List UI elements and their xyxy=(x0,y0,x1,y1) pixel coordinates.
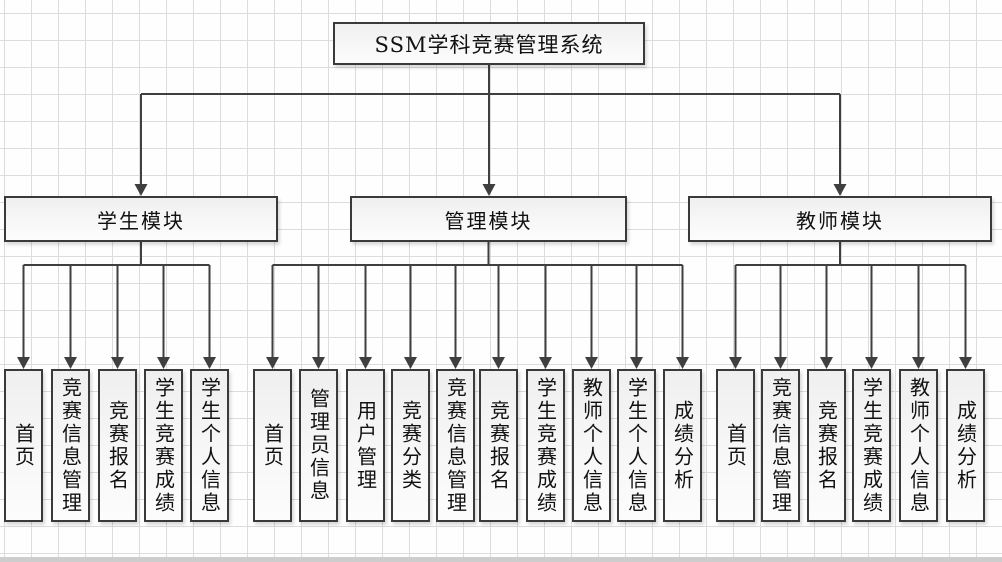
leaf-label: 用户管理 xyxy=(353,399,378,492)
node-admin-teacher-personal-info: 教师个人信息 xyxy=(572,369,611,522)
leaf-label: 首页 xyxy=(723,422,748,469)
node-teacher-personal-info: 教师个人信息 xyxy=(899,369,938,522)
node-admin-score-analysis: 成绩分析 xyxy=(663,369,702,522)
leaf-label: 首页 xyxy=(260,422,285,469)
leaf-label: 竞赛信息管理 xyxy=(58,376,83,515)
leaf-label: 竞赛分类 xyxy=(398,399,423,492)
node-admin-competition-category: 竞赛分类 xyxy=(391,369,430,522)
leaf-label: 竞赛报名 xyxy=(486,399,511,492)
leaf-label: 首页 xyxy=(11,422,36,469)
node-root-label: SSM学科竞赛管理系统 xyxy=(374,32,604,57)
node-admin-student-competition-score: 学生竞赛成绩 xyxy=(526,369,565,522)
node-admin-competition-signup: 竞赛报名 xyxy=(479,369,518,522)
leaf-label: 学生竞赛成绩 xyxy=(533,376,558,515)
node-module-student: 学生模块 xyxy=(4,196,278,242)
node-admin-user-mgmt: 用户管理 xyxy=(346,369,385,522)
node-admin-home: 首页 xyxy=(253,369,292,522)
node-teacher-competition-signup: 竞赛报名 xyxy=(807,369,846,522)
leaf-label: 教师个人信息 xyxy=(906,376,931,515)
node-student-competition-score: 学生竞赛成绩 xyxy=(144,369,183,522)
node-teacher-competition-info-mgmt: 竞赛信息管理 xyxy=(761,369,800,522)
leaf-label: 学生个人信息 xyxy=(624,376,649,515)
leaf-label: 竞赛信息管理 xyxy=(443,376,468,515)
leaf-label: 竞赛报名 xyxy=(105,399,130,492)
node-module-admin-label: 管理模块 xyxy=(444,208,533,233)
node-admin-student-personal-info: 学生个人信息 xyxy=(617,369,656,522)
node-student-home: 首页 xyxy=(4,369,43,522)
page-bottom-edge xyxy=(0,557,1002,562)
leaf-label: 管理员信息 xyxy=(306,388,331,503)
node-teacher-home: 首页 xyxy=(716,369,755,522)
node-root: SSM学科竞赛管理系统 xyxy=(333,22,645,65)
node-teacher-score-analysis: 成绩分析 xyxy=(946,369,985,522)
leaf-label: 竞赛信息管理 xyxy=(768,376,793,515)
node-module-student-label: 学生模块 xyxy=(97,208,185,233)
leaf-label: 成绩分析 xyxy=(670,399,695,492)
leaf-label: 学生竞赛成绩 xyxy=(151,376,176,515)
node-student-competition-signup: 竞赛报名 xyxy=(98,369,137,522)
node-module-teacher: 教师模块 xyxy=(688,196,992,242)
leaf-label: 学生竞赛成绩 xyxy=(859,376,884,515)
node-student-competition-info-mgmt: 竞赛信息管理 xyxy=(51,369,90,522)
node-module-admin: 管理模块 xyxy=(350,196,627,242)
leaf-label: 教师个人信息 xyxy=(579,376,604,515)
node-student-personal-info: 学生个人信息 xyxy=(190,369,229,522)
node-admin-admin-info: 管理员信息 xyxy=(299,369,338,522)
node-module-teacher-label: 教师模块 xyxy=(796,208,884,233)
leaf-label: 成绩分析 xyxy=(953,399,978,492)
node-admin-competition-info-mgmt: 竞赛信息管理 xyxy=(436,369,475,522)
leaf-label: 竞赛报名 xyxy=(814,399,839,492)
node-teacher-student-competition-score: 学生竞赛成绩 xyxy=(852,369,891,522)
leaf-label: 学生个人信息 xyxy=(197,376,222,515)
